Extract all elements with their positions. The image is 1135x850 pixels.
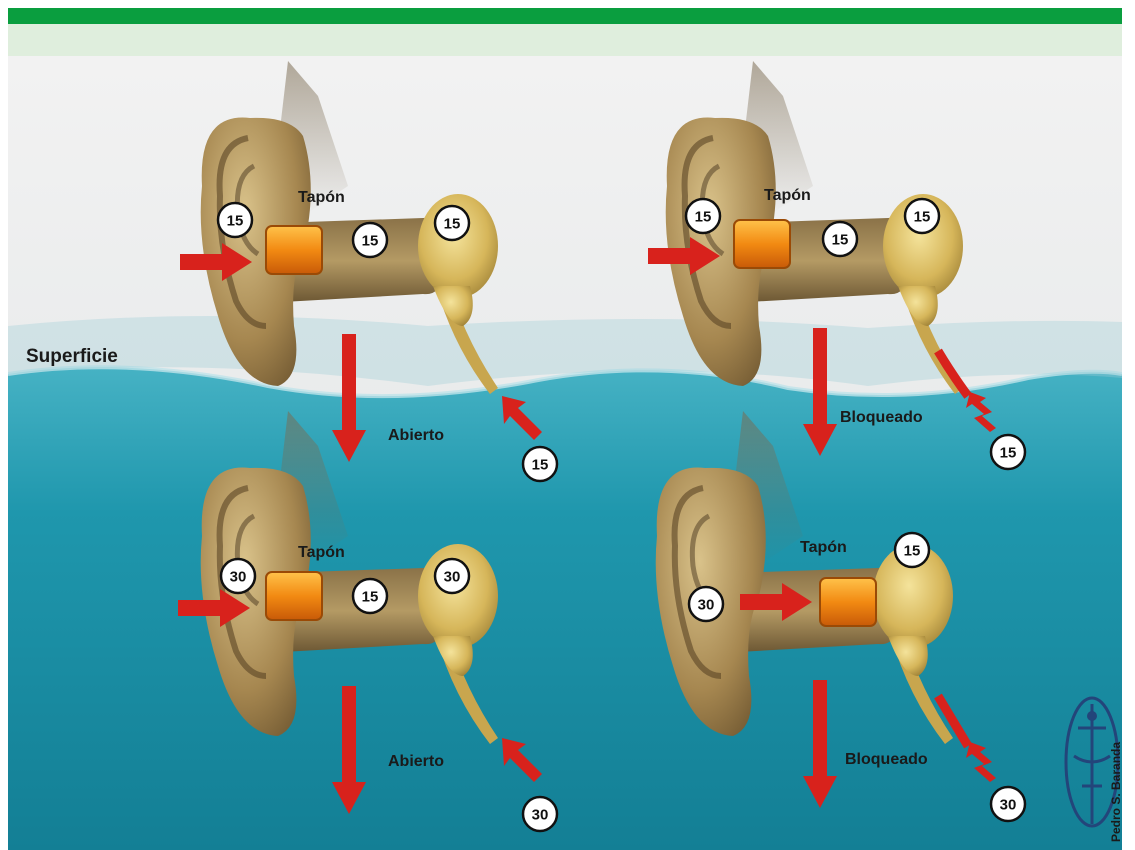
badge-tube-bottom-left: 30	[523, 797, 557, 831]
badge-canal-top-right: 15	[823, 222, 857, 256]
badge-tube-bottom-right: 30	[991, 787, 1025, 821]
badge-middle-bottom-left: 30	[435, 559, 469, 593]
svg-text:15: 15	[444, 216, 461, 233]
svg-text:15: 15	[362, 589, 379, 606]
svg-text:30: 30	[1000, 797, 1017, 814]
plug-label-top-right: Tapón	[764, 187, 811, 204]
svg-text:15: 15	[532, 457, 549, 474]
badge-middle-top-left: 15	[435, 206, 469, 240]
surface-label: Superficie	[26, 346, 118, 367]
author-credit: Pedro S. Baranda	[1109, 742, 1122, 842]
plug-top-right	[734, 220, 790, 268]
svg-text:15: 15	[904, 543, 921, 560]
plug-label-bottom-right: Tapón	[800, 539, 847, 556]
svg-text:15: 15	[914, 209, 931, 226]
plug-bottom-right	[820, 578, 876, 626]
plug-label-bottom-left: Tapón	[298, 544, 345, 561]
svg-text:30: 30	[698, 597, 715, 614]
badge-outer-top-right: 15	[686, 199, 720, 233]
svg-text:15: 15	[362, 233, 379, 250]
svg-text:30: 30	[532, 807, 549, 824]
svg-text:15: 15	[227, 213, 244, 230]
water-background	[8, 367, 1122, 850]
header-bar-green	[8, 8, 1122, 24]
ear-pressure-illustration: Superficie Tapón 15 15 15 Abierto	[8, 56, 1122, 850]
plug-label-top-left: Tapón	[298, 189, 345, 206]
header-bar-pale	[8, 24, 1122, 56]
blocked-label-top-right: Bloqueado	[840, 409, 923, 426]
svg-text:15: 15	[832, 232, 849, 249]
svg-text:30: 30	[444, 569, 461, 586]
open-label-top-left: Abierto	[388, 427, 444, 444]
open-label-bottom-left: Abierto	[388, 753, 444, 770]
badge-outer-bottom-left: 30	[221, 559, 255, 593]
badge-canal-top-left: 15	[353, 223, 387, 257]
blocked-label-bottom-right: Bloqueado	[845, 751, 928, 768]
plug-bottom-left	[266, 572, 322, 620]
badge-outer-bottom-right: 30	[689, 587, 723, 621]
badge-canal-bottom-left: 15	[353, 579, 387, 613]
svg-text:30: 30	[230, 569, 247, 586]
svg-text:15: 15	[1000, 445, 1017, 462]
plug-top-left	[266, 226, 322, 274]
badge-outer-top-left: 15	[218, 203, 252, 237]
badge-middle-bottom-right: 15	[895, 533, 929, 567]
badge-tube-top-left: 15	[523, 447, 557, 481]
badge-tube-top-right: 15	[991, 435, 1025, 469]
badge-middle-top-right: 15	[905, 199, 939, 233]
svg-text:15: 15	[695, 209, 712, 226]
